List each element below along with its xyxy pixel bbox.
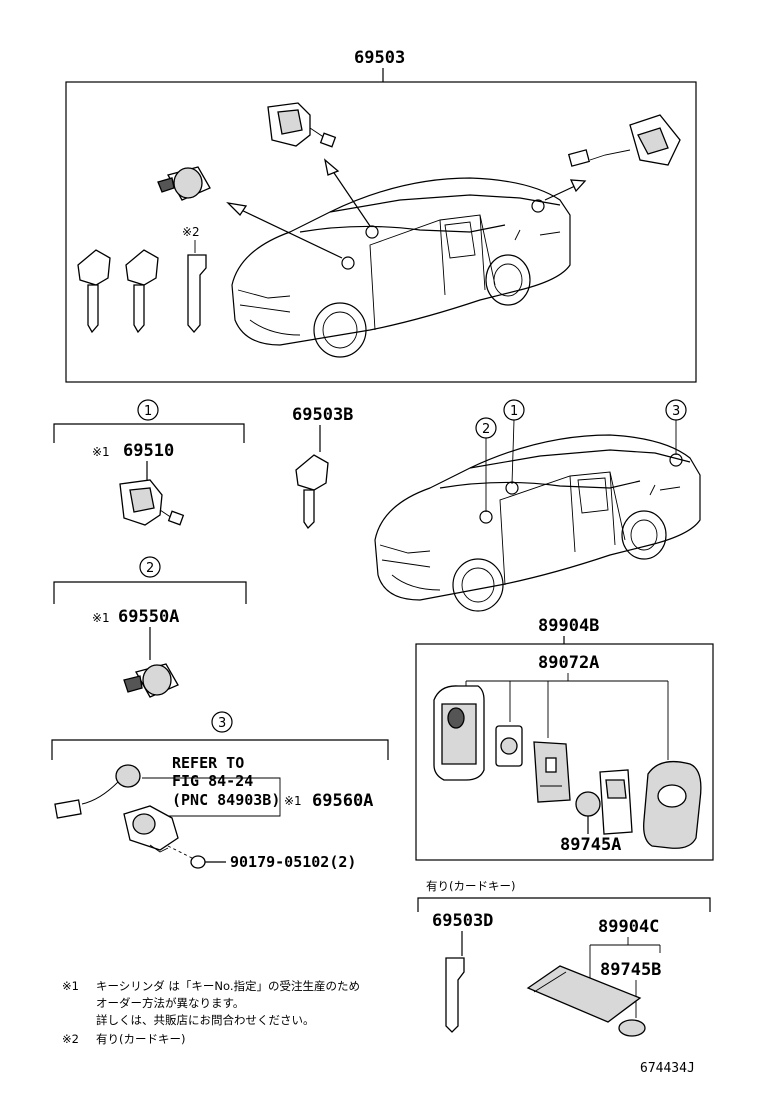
part-label-89745b[interactable]: 89745B (600, 960, 661, 980)
assembly-frame-89904b (415, 643, 714, 861)
svg-text:2: 2 (146, 561, 154, 576)
bolt-dashed-line (167, 845, 193, 859)
refer-text-line2[interactable]: FIG 84-24 (172, 772, 253, 790)
part-label-89072a[interactable]: 89072A (538, 653, 599, 673)
part-label-69510[interactable]: 69510 (123, 441, 174, 461)
ref-mark-1-69510: ※1 (92, 445, 110, 459)
master-key-icon (295, 454, 329, 530)
leader-89904c (589, 937, 661, 985)
note-1-mark: ※1 (62, 979, 79, 993)
battery-cover-icon (495, 725, 523, 767)
arrows-top (226, 158, 587, 259)
car-illustration-top (231, 177, 571, 358)
circuit-board-icon (533, 741, 571, 803)
ref-mark-2: ※2 (182, 225, 200, 239)
part-label-89745a[interactable]: 89745A (560, 835, 621, 855)
door-lock-assembly-icon (119, 479, 185, 526)
part-label-69560a[interactable]: 69560A (312, 791, 373, 811)
trunk-cylinder-icon (567, 114, 681, 167)
part-label-89904b[interactable]: 89904B (538, 616, 599, 636)
key-icon-2 (125, 249, 159, 334)
trunk-lock-cylinder-icon (54, 764, 179, 853)
refer-bracket (142, 777, 281, 817)
svg-text:3: 3 (672, 404, 680, 419)
assembly-frame-69503 (65, 81, 697, 383)
part-label-69503[interactable]: 69503 (354, 48, 405, 68)
refer-text-line1: REFER TO (172, 754, 244, 772)
ref-mark-1-69560a: ※1 (284, 794, 302, 808)
section-2-header: 2 (53, 556, 247, 604)
note-1-line2: オーダー方法が異なります。 (96, 996, 244, 1010)
note-2-line1: 有り(カードキー) (96, 1032, 185, 1046)
svg-text:3: 3 (218, 716, 226, 731)
svg-text:1: 1 (144, 404, 152, 419)
part-label-90179[interactable]: 90179-05102(2) (230, 853, 356, 871)
refer-text-line3[interactable]: (PNC 84903B) (172, 791, 280, 809)
part-label-69503d[interactable]: 69503D (432, 911, 493, 931)
ignition-switch-cylinder-icon (123, 663, 179, 698)
part-label-69503b[interactable]: 69503B (292, 405, 353, 425)
note-2-mark: ※2 (62, 1032, 79, 1046)
smart-key-shell-icon (643, 760, 702, 849)
figure-id: 674434J (640, 1061, 695, 1076)
svg-text:2: 2 (482, 422, 490, 437)
card-key-icon (526, 965, 642, 1023)
section-3-header: 3 (51, 711, 389, 760)
car-illustration-middle: 2 1 3 (374, 399, 701, 612)
card-mechanical-key-icon (445, 957, 465, 1033)
ref-mark-1-69550a: ※1 (92, 611, 110, 625)
mechanical-key-icon (187, 254, 207, 333)
svg-text:1: 1 (510, 404, 518, 419)
card-key-section-bracket (417, 897, 711, 912)
key-cover-icon (599, 769, 633, 835)
note-1-line3: 詳しくは、共販店にお問合わせください。 (96, 1013, 315, 1027)
bolt-icon (190, 855, 206, 869)
door-lock-cylinder-icon (267, 102, 337, 148)
coin-battery-icon-a (575, 791, 601, 817)
note-1-line1: キーシリンダ は「キーNo.指定」の受注生産のため (96, 979, 360, 993)
smart-key-case-icon (433, 685, 485, 781)
card-key-section-label: 有り(カードキー) (426, 879, 515, 893)
coin-battery-icon-b (618, 1019, 646, 1037)
part-label-69550a[interactable]: 69550A (118, 607, 179, 627)
ignition-cylinder-icon (157, 166, 211, 201)
section-1-header: 1 (53, 399, 245, 443)
footnotes: ※1 キーシリンダ は「キーNo.指定」の受注生産のため オーダー方法が異なりま… (62, 979, 360, 1046)
key-icon-1 (77, 249, 111, 334)
part-label-89904c[interactable]: 89904C (598, 917, 659, 937)
